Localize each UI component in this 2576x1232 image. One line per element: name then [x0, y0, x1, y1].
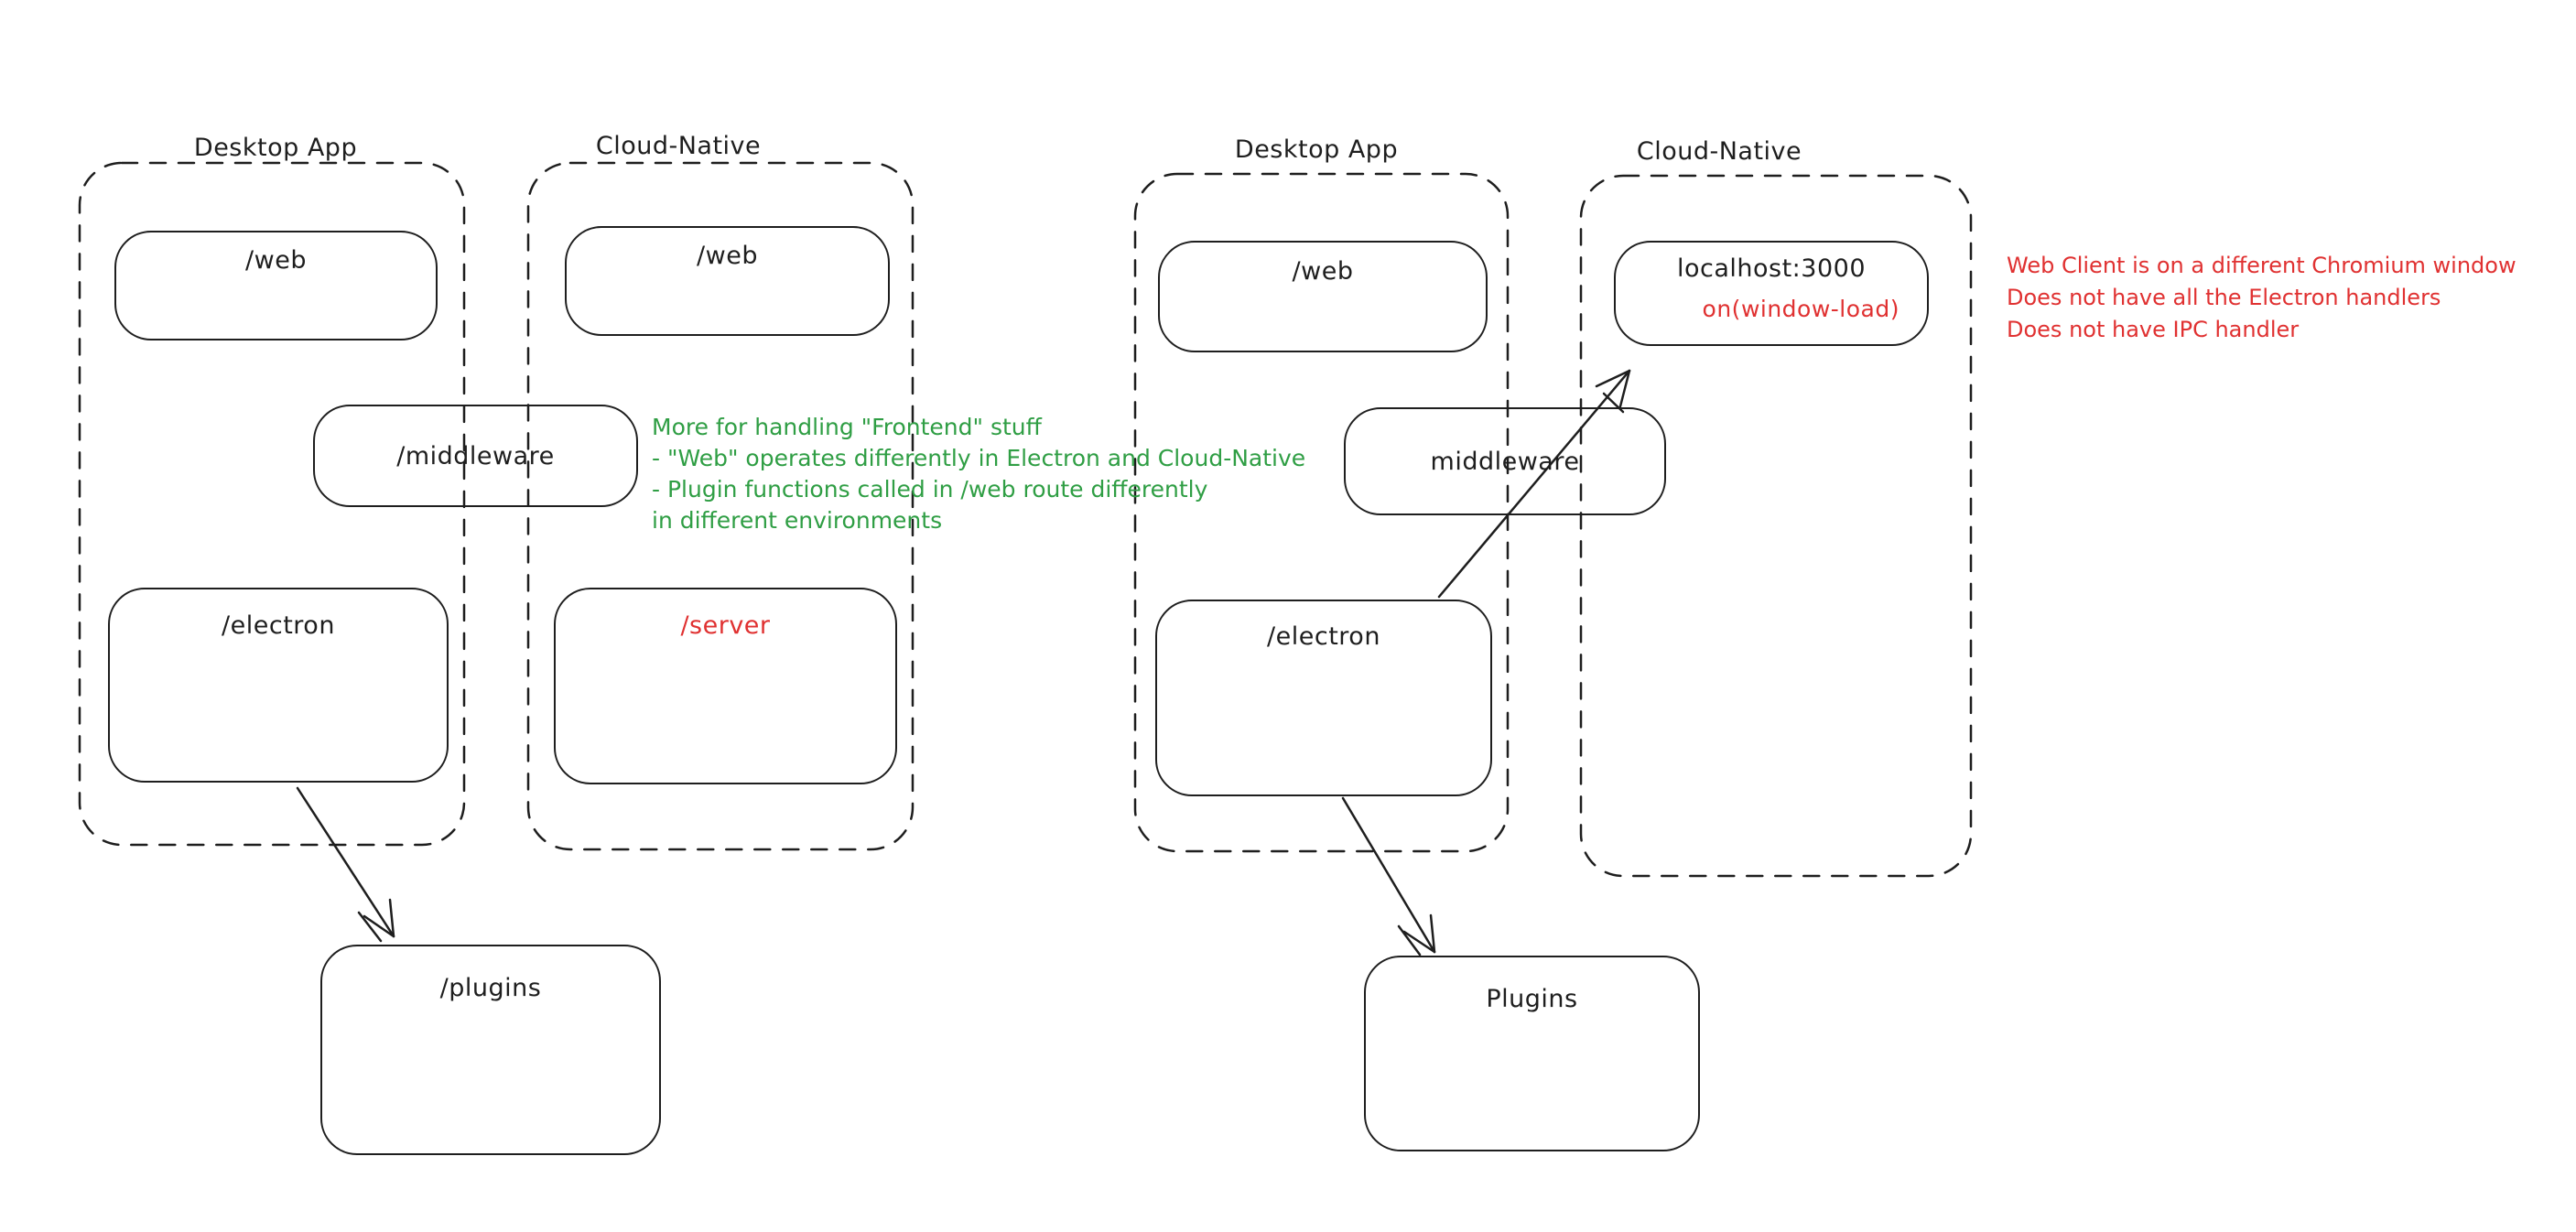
window-load-label: on(window-load) [1702, 296, 1900, 322]
left-middleware-label: /middleware [396, 441, 555, 470]
arrow-electron-to-plugins-left[interactable] [296, 786, 395, 943]
green-note-line-3: - Plugin functions called in /web route … [652, 476, 1208, 503]
localhost-box[interactable]: localhost:3000 on(window-load) [1614, 241, 1929, 346]
green-note-line-2: - "Web" operates differently in Electron… [652, 445, 1306, 471]
right-desktop-web-box[interactable]: /web [1158, 241, 1488, 352]
green-note-line-4: in different environments [652, 507, 943, 534]
red-note-line-3: Does not have IPC handler [2007, 317, 2300, 342]
left-desktop-web-label: /web [245, 246, 307, 275]
left-electron-box[interactable]: /electron [108, 588, 449, 783]
left-cloud-web-box[interactable]: /web [565, 226, 890, 336]
arrow-electron-to-plugins-right[interactable] [1341, 796, 1436, 956]
right-desktop-web-label: /web [1292, 257, 1354, 286]
left-plugins-box[interactable]: /plugins [320, 945, 661, 1155]
right-middleware-box[interactable]: middleware [1344, 407, 1666, 515]
right-electron-box[interactable]: /electron [1155, 600, 1492, 796]
right-cloud-title[interactable]: Cloud-Native [1636, 137, 1802, 166]
red-annotation[interactable]: Web Client is on a different Chromium wi… [2007, 250, 2516, 346]
left-middleware-box[interactable]: /middleware [313, 405, 638, 507]
right-electron-label: /electron [1267, 622, 1380, 651]
right-plugins-label: Plugins [1486, 985, 1578, 1013]
localhost-label: localhost:3000 [1676, 254, 1866, 283]
green-annotation[interactable]: More for handling "Frontend" stuff - "We… [652, 412, 1305, 536]
left-desktop-web-box[interactable]: /web [114, 231, 438, 340]
left-plugins-label: /plugins [439, 974, 542, 1002]
right-middleware-label: middleware [1430, 447, 1580, 476]
left-desktop-title[interactable]: Desktop App [193, 134, 358, 162]
red-note-line-1: Web Client is on a different Chromium wi… [2007, 253, 2516, 278]
right-desktop-title[interactable]: Desktop App [1234, 135, 1399, 164]
red-note-line-2: Does not have all the Electron handlers [2007, 285, 2441, 310]
left-server-label: /server [680, 611, 771, 640]
left-cloud-web-label: /web [697, 242, 758, 270]
right-plugins-box[interactable]: Plugins [1364, 956, 1700, 1151]
left-server-box[interactable]: /server [554, 588, 897, 784]
green-note-line-1: More for handling "Frontend" stuff [652, 414, 1042, 440]
left-electron-label: /electron [222, 611, 335, 640]
left-cloud-title[interactable]: Cloud-Native [595, 132, 762, 160]
